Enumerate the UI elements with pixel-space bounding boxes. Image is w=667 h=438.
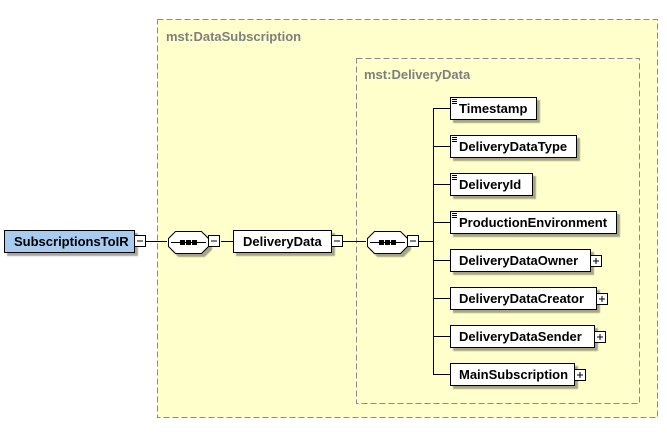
connector-lines — [146, 108, 450, 375]
expand-icon[interactable] — [594, 331, 606, 343]
child-element-delivery-data-sender[interactable]: DeliveryDataSender — [450, 325, 595, 348]
child-element-delivery-data-owner[interactable]: DeliveryDataOwner — [450, 249, 591, 272]
child-element-label: ProductionEnvironment — [459, 215, 608, 230]
simple-content-icon — [452, 99, 457, 104]
child-element-delivery-id[interactable]: DeliveryId — [450, 173, 533, 196]
child-element-delivery-data-creator[interactable]: DeliveryDataCreator — [450, 287, 597, 310]
child-element-timestamp[interactable]: Timestamp — [450, 97, 537, 120]
simple-content-icon — [452, 137, 457, 142]
child-element-label: DeliveryId — [459, 177, 521, 192]
expand-icon[interactable] — [574, 369, 586, 381]
child-element-label: MainSubscription — [459, 367, 568, 382]
child-element-label: DeliveryDataCreator — [459, 291, 584, 306]
child-element-production-environment[interactable]: ProductionEnvironment — [450, 211, 617, 234]
child-element-main-subscription[interactable]: MainSubscription — [450, 363, 575, 386]
child-element-label: Timestamp — [459, 101, 527, 116]
simple-content-icon — [452, 213, 457, 218]
root-element-subscriptions-to-ir[interactable]: SubscriptionsToIR — [4, 230, 135, 253]
sequence-compositor-icon[interactable] — [367, 231, 408, 254]
type-label-delivery-data: mst:DeliveryData — [364, 67, 471, 82]
type-label-data-subscription: mst:DataSubscription — [166, 29, 301, 44]
expand-icon[interactable] — [596, 293, 608, 305]
sequence-compositor-icon[interactable] — [168, 231, 209, 254]
delivery-data-collapse-icon[interactable] — [331, 235, 343, 247]
sequence-collapse-icon[interactable] — [407, 235, 419, 247]
child-element-label: DeliveryDataSender — [459, 329, 582, 344]
child-element-delivery-data-type[interactable]: DeliveryDataType — [450, 135, 577, 158]
child-element-label: DeliveryDataType — [459, 139, 567, 154]
root-element-label: SubscriptionsToIR — [14, 234, 129, 249]
sequence-collapse-icon[interactable] — [208, 235, 220, 247]
element-delivery-data[interactable]: DeliveryData — [233, 230, 332, 253]
delivery-data-label: DeliveryData — [243, 234, 323, 249]
child-element-label: DeliveryDataOwner — [459, 253, 578, 268]
expand-icon[interactable] — [590, 255, 602, 267]
simple-content-icon — [452, 175, 457, 180]
root-collapse-icon[interactable] — [134, 235, 146, 247]
